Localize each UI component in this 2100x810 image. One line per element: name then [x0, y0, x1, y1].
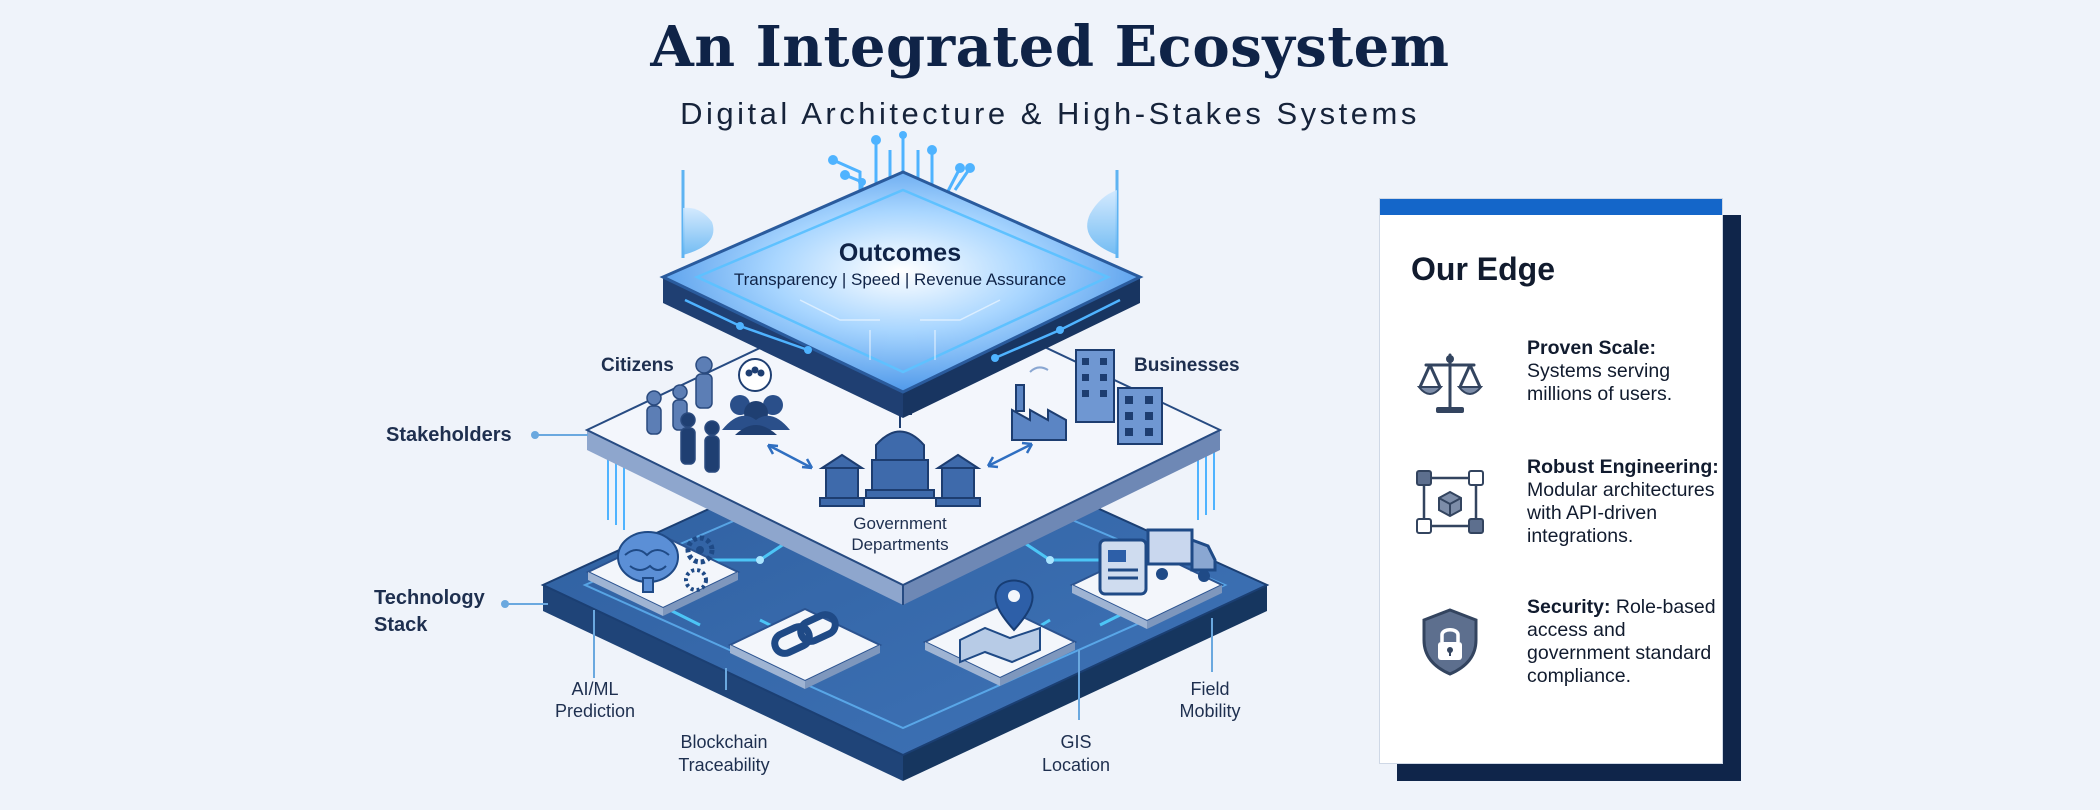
blockchain-label-2: Traceability	[678, 755, 769, 775]
field-mobility-tile	[1069, 528, 1225, 629]
citizens-people-icon	[646, 356, 720, 473]
government-label: Government	[853, 514, 947, 533]
tablet-icon	[1098, 538, 1148, 596]
field-mobility-label: Field	[1190, 679, 1229, 699]
truck-icon	[1146, 528, 1217, 582]
connection-arrows	[766, 441, 1034, 470]
community-group-icon	[722, 358, 790, 435]
gis-label: GIS	[1060, 732, 1091, 752]
businesses-label: Businesses	[1134, 355, 1240, 376]
page-subtitle: Digital Architecture & High-Stakes Syste…	[680, 96, 1420, 131]
edge-card: Our Edge Proven Scale: Systems serving m…	[1379, 198, 1723, 764]
edge-item-heading: Proven Scale:	[1527, 337, 1656, 359]
edge-card-title: Our Edge	[1411, 251, 1556, 287]
scales-icon	[1416, 353, 1484, 413]
technology-stack-label-2: Stack	[374, 614, 428, 636]
edge-item-text: Robust Engineering: Modular architecture…	[1527, 456, 1732, 548]
outcomes-platform	[659, 131, 1144, 418]
edge-item-text: Security: Role-based access and governme…	[1527, 596, 1732, 688]
edge-item-body: Systems serving millions of users.	[1527, 360, 1673, 405]
edge-item-proven-scale: Proven Scale: Systems serving millions o…	[1402, 337, 1712, 447]
page-title: An Integrated Ecosystem	[650, 14, 1450, 80]
ai-ml-tile	[585, 531, 741, 616]
technology-stack-label: Technology	[374, 587, 486, 609]
blockchain-label: Blockchain	[680, 732, 767, 752]
government-building-icon	[818, 420, 982, 507]
edge-item-text: Proven Scale: Systems serving millions o…	[1527, 337, 1732, 406]
gis-label-2: Location	[1042, 755, 1110, 775]
factory-icon	[1011, 366, 1067, 441]
edge-item-heading: Robust Engineering:	[1527, 456, 1719, 478]
edge-card-accent-bar	[1380, 199, 1722, 215]
edge-item-body: Role-based access and government standar…	[1527, 596, 1716, 687]
shield-lock-icon	[1422, 608, 1478, 676]
chain-link-icon	[771, 611, 839, 657]
blockchain-tile	[727, 607, 883, 689]
outcomes-subtitle: Transparency | Speed | Revenue Assurance	[734, 270, 1066, 289]
gis-tile	[922, 579, 1078, 686]
outcomes-title: Outcomes	[839, 239, 961, 267]
edge-item-heading: Security:	[1527, 596, 1611, 618]
citizens-label: Citizens	[601, 355, 674, 376]
location-pin-icon	[994, 579, 1034, 632]
stakeholders-label: Stakeholders	[386, 424, 512, 446]
modules-icon	[1416, 470, 1484, 534]
gear-icon	[684, 535, 715, 592]
ai-ml-label: AI/ML	[571, 679, 618, 699]
leader-lines	[505, 434, 1213, 720]
edge-item-robust-engineering: Robust Engineering: Modular architecture…	[1402, 456, 1719, 566]
edge-item-body: Modular architectures with API-driven in…	[1527, 479, 1715, 547]
field-mobility-label-2: Mobility	[1179, 701, 1240, 721]
brain-icon	[617, 531, 679, 593]
map-icon	[959, 626, 1041, 664]
edge-item-security: Security: Role-based access and governme…	[1402, 596, 1716, 706]
government-label-2: Departments	[851, 535, 948, 554]
ai-ml-label-2: Prediction	[555, 701, 635, 721]
office-building-icon	[1075, 349, 1163, 445]
